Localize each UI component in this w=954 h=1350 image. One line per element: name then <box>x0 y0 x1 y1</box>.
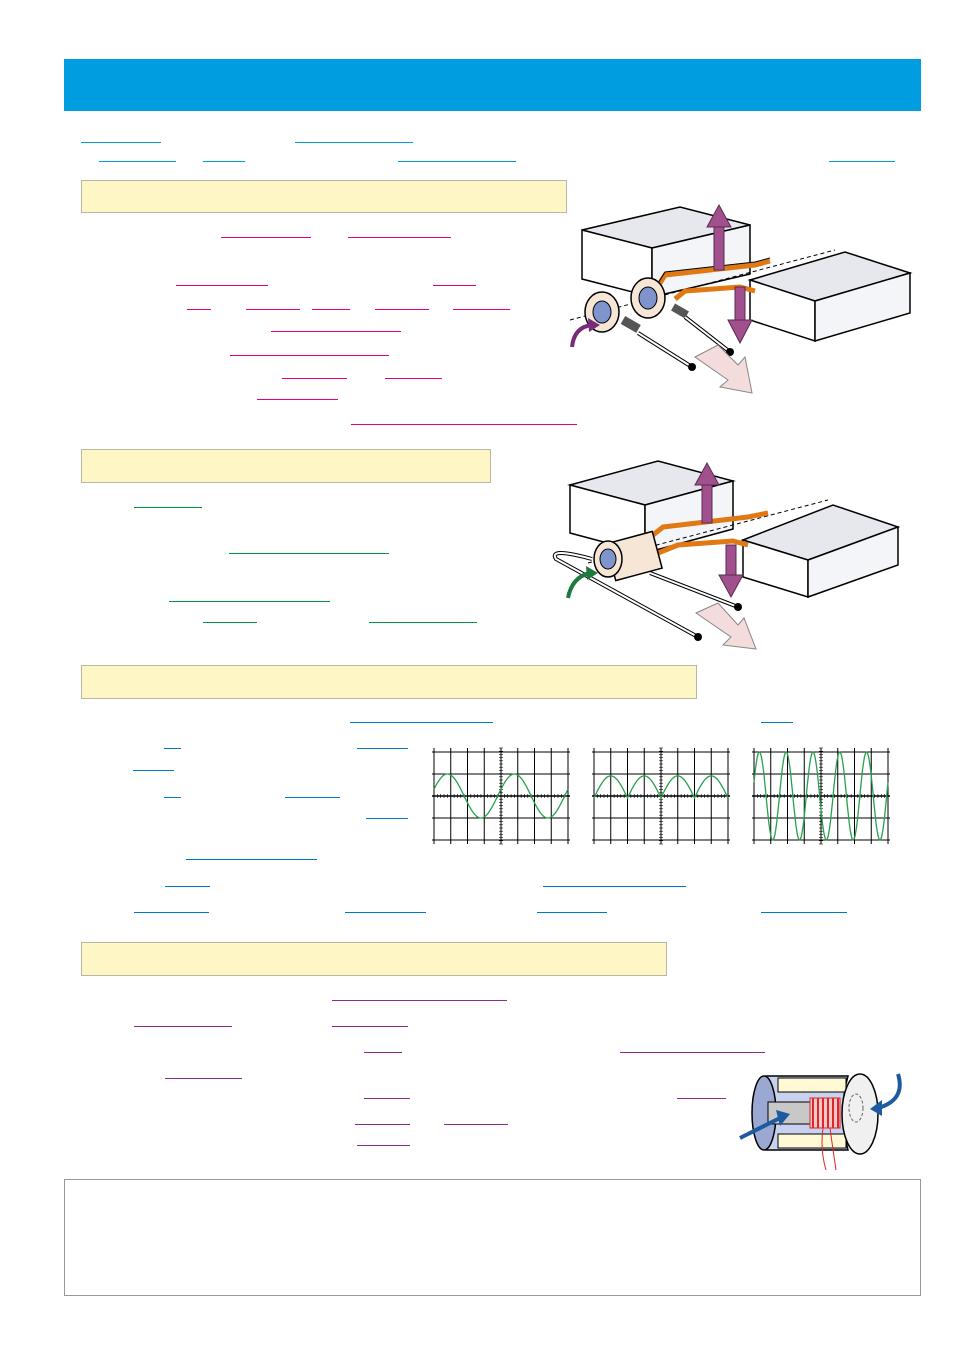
copper-coil <box>809 1097 841 1171</box>
blank-line[interactable] <box>230 355 389 356</box>
rectified-waveform-panel <box>592 747 730 845</box>
blank-line[interactable] <box>761 912 847 913</box>
blank-line[interactable] <box>133 770 174 771</box>
blank-line[interactable] <box>761 722 793 723</box>
blank-line[interactable] <box>246 309 300 310</box>
section-2-title <box>82 450 490 482</box>
blank-line[interactable] <box>134 1026 232 1027</box>
blank-line[interactable] <box>312 309 350 310</box>
blank-line[interactable] <box>221 237 311 238</box>
blank-line[interactable] <box>295 142 413 143</box>
blank-line[interactable] <box>282 378 347 379</box>
blank-line[interactable] <box>398 161 516 162</box>
blank-line[interactable] <box>348 237 451 238</box>
force-arrow-up <box>706 203 732 271</box>
axis-line <box>587 499 829 564</box>
blank-line[interactable] <box>355 1124 410 1125</box>
current-output-arrow <box>694 602 757 650</box>
section-2-heading <box>81 449 491 483</box>
blank-line[interactable] <box>332 1000 507 1001</box>
blank-line[interactable] <box>203 161 245 162</box>
blank-line[interactable] <box>375 309 429 310</box>
force-arrow-down <box>727 286 753 345</box>
high-frequency-waveform-trace <box>753 751 889 841</box>
blank-line[interactable] <box>364 1052 402 1053</box>
blank-line[interactable] <box>369 622 477 623</box>
blank-line[interactable] <box>285 797 340 798</box>
blank-line[interactable] <box>99 161 176 162</box>
high-frequency-waveform-panel <box>752 747 890 845</box>
blank-line[interactable] <box>169 601 330 602</box>
blank-line[interactable] <box>537 912 607 913</box>
ac-waveform-panel <box>432 747 570 845</box>
brush-wires <box>620 303 734 371</box>
section-4-heading <box>81 942 667 976</box>
section-1-heading <box>81 180 567 213</box>
section-3-title <box>82 666 696 698</box>
blank-line[interactable] <box>357 1145 410 1146</box>
page-header-bar <box>64 59 921 111</box>
slip-ring-back <box>630 277 666 319</box>
force-arrow-down <box>718 544 744 599</box>
magnet-south-block <box>740 504 901 599</box>
blank-line[interactable] <box>357 748 408 749</box>
blank-line[interactable] <box>186 859 317 860</box>
blank-line[interactable] <box>453 309 510 310</box>
blank-line[interactable] <box>385 378 442 379</box>
blank-line[interactable] <box>229 553 389 554</box>
blank-line[interactable] <box>332 1026 408 1027</box>
generator-slip-rings-figure <box>569 203 913 394</box>
blank-line[interactable] <box>364 1098 410 1099</box>
blank-line[interactable] <box>164 797 181 798</box>
generator-commutator-figure <box>552 460 901 650</box>
blank-line[interactable] <box>620 1052 765 1053</box>
notes-box[interactable] <box>64 1179 921 1296</box>
notes-text <box>65 1180 920 1204</box>
blank-line[interactable] <box>351 424 577 425</box>
blank-line[interactable] <box>677 1098 726 1099</box>
blank-line[interactable] <box>829 161 895 162</box>
blank-line[interactable] <box>257 399 338 400</box>
motion-arrow-in <box>739 1110 790 1140</box>
blank-line[interactable] <box>543 886 686 887</box>
blank-line[interactable] <box>134 507 202 508</box>
blank-line[interactable] <box>444 1124 508 1125</box>
blank-line[interactable] <box>366 818 408 819</box>
rectified-waveform-trace <box>593 775 729 800</box>
section-3-heading <box>81 665 697 699</box>
blank-line[interactable] <box>345 912 426 913</box>
rotation-arrow-out <box>870 1073 902 1116</box>
commutator-cylinder <box>593 530 664 582</box>
blank-line[interactable] <box>164 748 181 749</box>
blank-line[interactable] <box>350 722 493 723</box>
coil-magnet-figure <box>739 1073 902 1171</box>
blank-line[interactable] <box>176 285 268 286</box>
ac-waveform-trace <box>433 773 569 819</box>
blank-line[interactable] <box>165 886 210 887</box>
current-output-arrow <box>694 344 753 394</box>
brush-wires <box>552 551 742 641</box>
cone-disc <box>841 1073 879 1155</box>
blank-line[interactable] <box>165 1078 242 1079</box>
blank-line[interactable] <box>134 912 209 913</box>
force-arrow-up <box>694 461 720 524</box>
blank-line[interactable] <box>271 331 401 332</box>
blank-line[interactable] <box>203 622 257 623</box>
blank-line[interactable] <box>81 142 161 143</box>
blank-line[interactable] <box>433 285 476 286</box>
blank-line[interactable] <box>187 309 211 310</box>
magnet-south-block <box>747 251 913 343</box>
section-4-title <box>82 943 666 975</box>
section-1-title <box>82 181 566 213</box>
